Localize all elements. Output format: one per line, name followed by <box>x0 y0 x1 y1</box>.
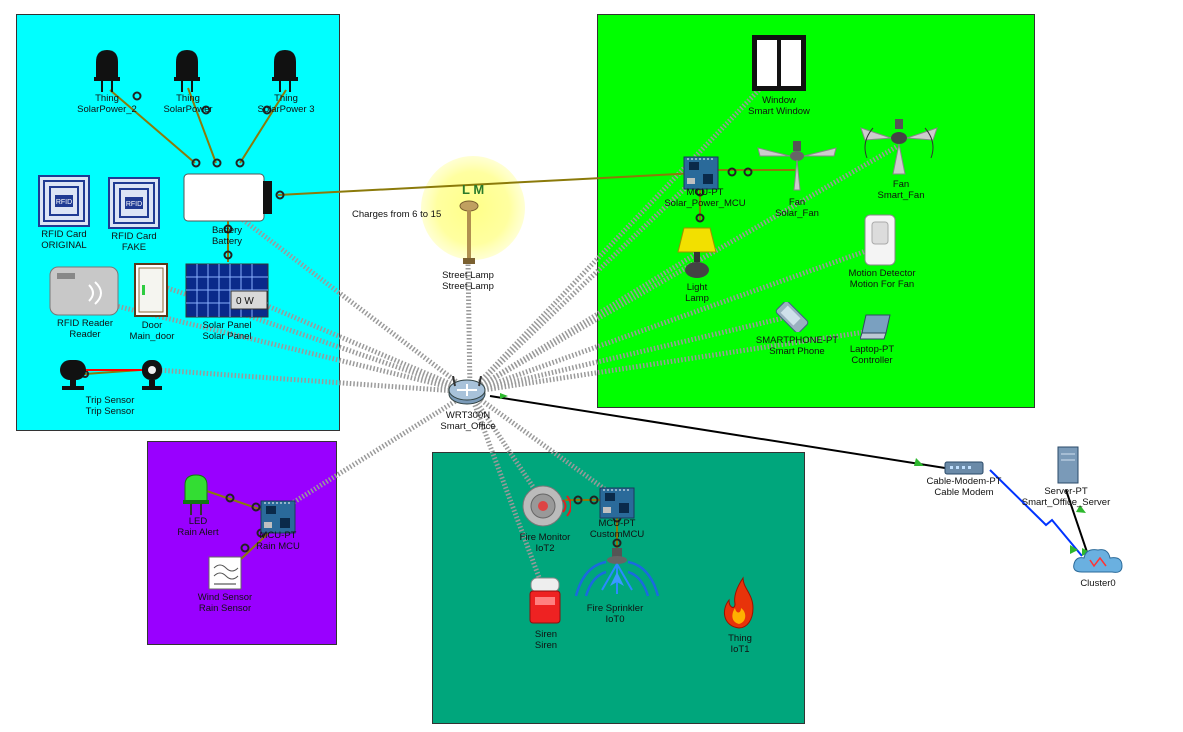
window-icon[interactable] <box>751 34 807 92</box>
mcu-board-icon[interactable] <box>260 500 296 534</box>
wireless-links <box>99 68 900 581</box>
server-link <box>1065 489 1089 556</box>
cloud-icon[interactable] <box>1072 546 1124 576</box>
solar-panel-icon[interactable] <box>185 263 269 318</box>
solar-reading: 0 W <box>236 296 254 307</box>
rfid-reader-icon[interactable] <box>49 266 119 316</box>
bulb-icon[interactable] <box>92 48 122 92</box>
bulb-icon[interactable] <box>270 48 300 92</box>
mcu-board-icon[interactable] <box>683 156 719 190</box>
cloud-label: Cluster0 <box>1080 578 1116 589</box>
trip-sensor-icon[interactable] <box>56 350 166 392</box>
smartphone-icon[interactable] <box>775 302 809 332</box>
siren-icon[interactable] <box>529 577 561 625</box>
motion-detector-icon[interactable] <box>864 214 896 266</box>
smart-room-zone <box>597 14 1035 408</box>
mcu-board-icon[interactable] <box>599 487 635 519</box>
sprinkler-icon[interactable] <box>572 546 662 600</box>
lamp-glow-letters: L M <box>462 182 485 197</box>
coax-link <box>989 469 1083 557</box>
charges-annotation: Charges from 6 to 15 <box>352 209 442 220</box>
wireless-router-icon[interactable] <box>447 376 487 406</box>
svg-text:RFID: RFID <box>56 199 72 206</box>
laptop-icon[interactable] <box>860 313 894 341</box>
wind-sensor-icon[interactable] <box>208 556 242 590</box>
led-icon[interactable] <box>182 473 210 515</box>
rain-zone <box>147 441 337 645</box>
bulb-icon[interactable] <box>172 48 202 92</box>
fire-icon[interactable] <box>721 576 757 630</box>
ceiling-fan-icon[interactable] <box>756 140 838 192</box>
ceiling-fan-icon[interactable] <box>857 118 941 176</box>
port-markers <box>500 393 1090 556</box>
fire-monitor-icon[interactable] <box>521 484 571 528</box>
cable-modem-icon[interactable] <box>944 460 984 476</box>
ethernet-link <box>489 395 946 469</box>
server-icon[interactable] <box>1057 446 1079 484</box>
door-icon[interactable] <box>134 263 168 317</box>
lamp-icon[interactable] <box>676 226 718 280</box>
rfid-card-icon[interactable]: RFID <box>38 175 90 227</box>
street-lamp-icon[interactable] <box>458 198 480 268</box>
battery-icon[interactable] <box>183 173 273 223</box>
iot-cables <box>84 87 795 562</box>
svg-text:RFID: RFID <box>126 201 142 208</box>
rfid-card-icon[interactable]: RFID <box>108 177 160 229</box>
